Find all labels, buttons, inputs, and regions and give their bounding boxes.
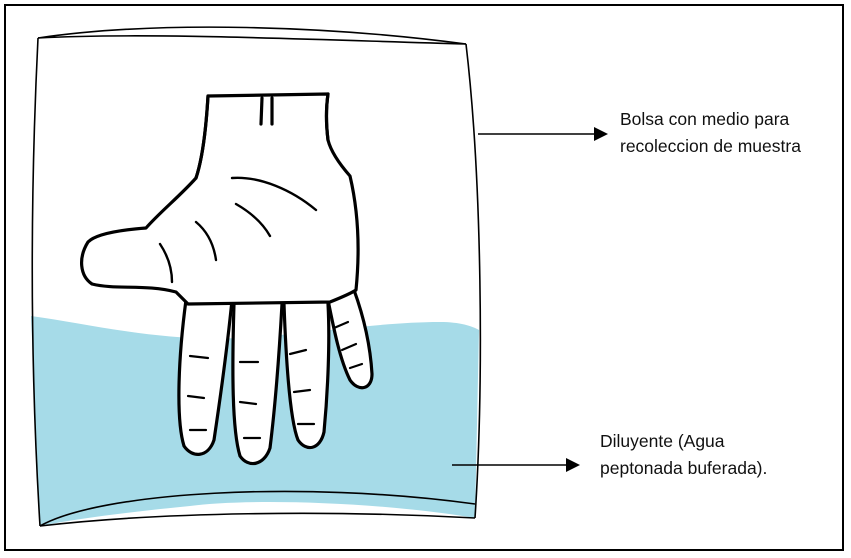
- bag-label-line-1: Bolsa con medio para: [620, 106, 801, 133]
- diluent-label-line-1: Diluyente (Agua: [600, 428, 767, 455]
- bag-label-line-2: recoleccion de muestra: [620, 133, 801, 160]
- wrist-line-1: [261, 98, 262, 124]
- diluent-label-line-2: peptonada buferada).: [600, 455, 767, 482]
- palm-and-thumb: [82, 94, 358, 304]
- bag-label: Bolsa con medio para recoleccion de mues…: [620, 106, 801, 160]
- bag-arrow: [478, 127, 608, 141]
- wrist-right-edge: [327, 94, 329, 140]
- diluent-label: Diluyente (Agua peptonada buferada).: [600, 428, 767, 482]
